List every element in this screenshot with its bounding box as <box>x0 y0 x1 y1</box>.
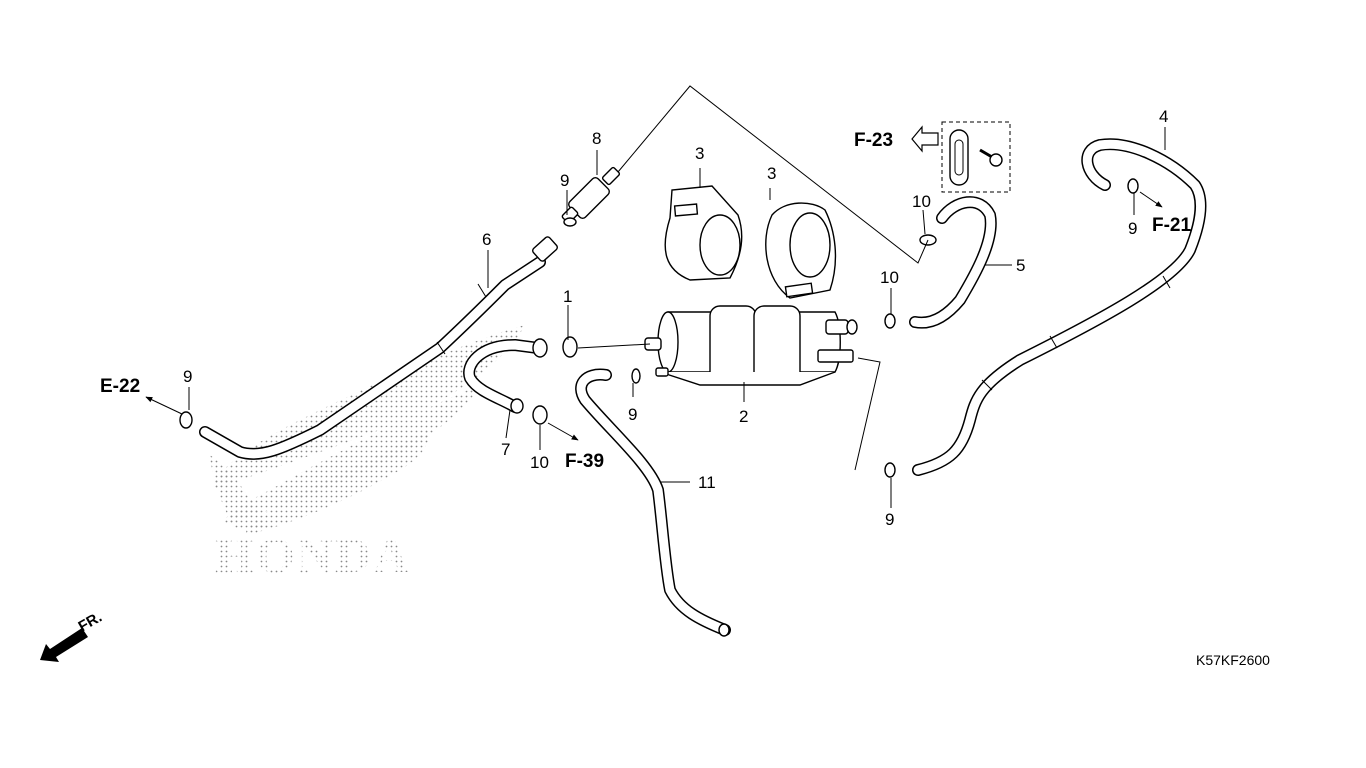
hose-7 <box>463 338 548 414</box>
callout-2: 2 <box>739 407 748 426</box>
callout-10c: 10 <box>880 268 899 287</box>
callout-9c: 9 <box>628 405 637 424</box>
ref-e22: E-22 <box>100 376 140 397</box>
callout-4: 4 <box>1159 107 1168 126</box>
callout-labels: 1 2 3 3 4 5 6 7 8 9 9 9 9 9 10 10 10 11 <box>183 107 1168 529</box>
hose-11 <box>575 368 731 637</box>
hose-4 <box>912 138 1207 476</box>
callout-9b: 9 <box>183 367 192 386</box>
ref-f21: F-21 <box>1152 215 1192 236</box>
callout-9a: 9 <box>560 171 569 190</box>
f23-arrow-icon <box>911 125 939 153</box>
canister-2 <box>644 305 858 386</box>
callout-3b: 3 <box>767 164 776 183</box>
ref-f39: F-39 <box>565 451 604 472</box>
reference-arrows <box>145 191 1163 441</box>
valve-8 <box>561 166 621 224</box>
hose-6 <box>199 236 558 460</box>
hose-5 <box>909 196 997 329</box>
callout-11: 11 <box>698 473 716 492</box>
leader-lines <box>188 85 1166 508</box>
bracket-group <box>941 121 1011 193</box>
band-3a <box>664 185 743 281</box>
front-direction-icon <box>40 628 88 662</box>
diagram-code: K57KF2600 <box>1196 652 1270 668</box>
band-3b <box>765 202 837 299</box>
callout-6: 6 <box>482 230 491 249</box>
callout-5: 5 <box>1016 256 1025 275</box>
callout-8: 8 <box>592 129 601 148</box>
callout-1: 1 <box>563 287 572 306</box>
callout-9d: 9 <box>885 510 894 529</box>
honda-watermark-text: HONDA <box>215 527 411 583</box>
callout-9e: 9 <box>1128 219 1137 238</box>
callout-10a: 10 <box>530 453 549 472</box>
clips <box>179 178 1139 478</box>
callout-10b: 10 <box>912 192 931 211</box>
callout-7: 7 <box>501 440 510 459</box>
ref-f23: F-23 <box>854 130 893 151</box>
callout-3a: 3 <box>695 144 704 163</box>
